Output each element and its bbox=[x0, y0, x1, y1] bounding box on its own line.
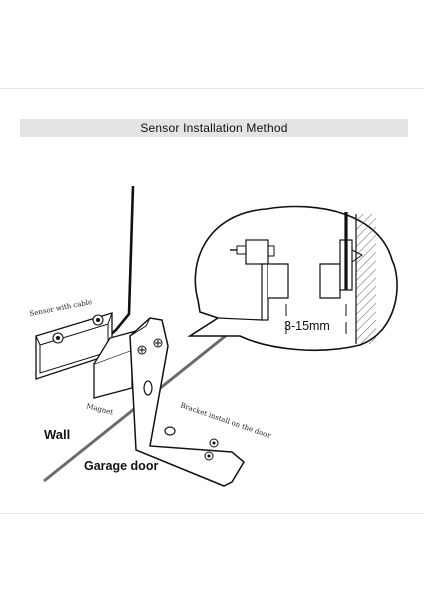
screw-icon bbox=[153, 338, 163, 348]
screw-icon bbox=[209, 438, 219, 448]
screw-icon bbox=[52, 332, 64, 344]
garage-door-label: Garage door bbox=[84, 459, 158, 473]
bracket-slot-icon bbox=[164, 426, 176, 436]
bracket-label: Bracket install on the door bbox=[179, 401, 272, 440]
title-bar: Sensor Installation Method bbox=[20, 119, 408, 137]
wall-label: Wall bbox=[44, 427, 70, 442]
detail-bracket bbox=[217, 239, 289, 321]
l-bracket bbox=[129, 317, 245, 487]
bracket-slot-icon bbox=[143, 380, 153, 396]
screw-icon bbox=[92, 314, 104, 326]
detail-sensor bbox=[319, 212, 363, 299]
screw-icon bbox=[137, 345, 147, 355]
screw-icon bbox=[204, 451, 214, 461]
gap-range-label: 3-15mm bbox=[284, 319, 330, 333]
sensor-with-cable-label: Sensor with cable bbox=[29, 298, 93, 318]
magnet-label: Magnet bbox=[86, 402, 115, 416]
detail-wall-hatch bbox=[355, 214, 376, 344]
diagram-title: Sensor Installation Method bbox=[140, 121, 288, 135]
